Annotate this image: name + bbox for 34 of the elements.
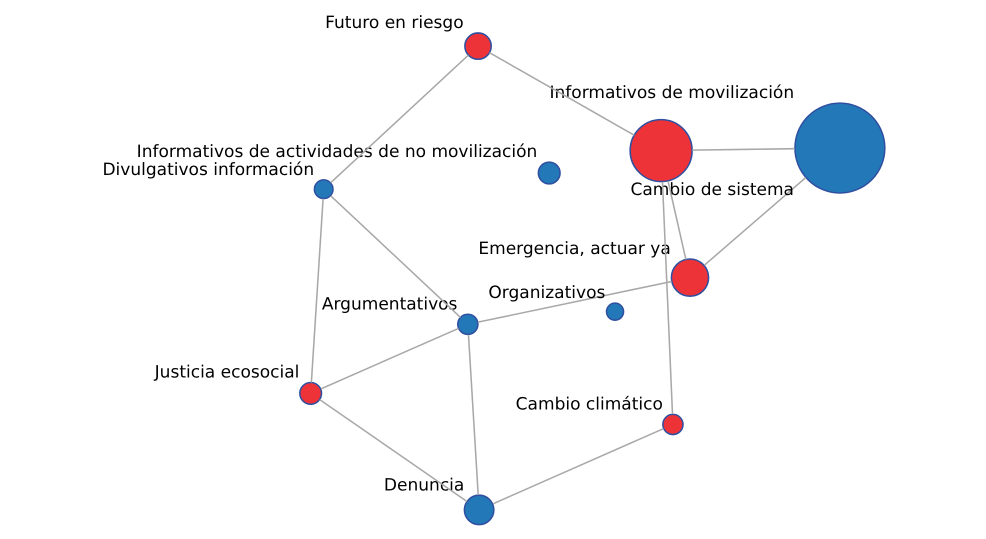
node-label: Organizativos [488, 283, 605, 304]
node-label: Informativos de actividades de no movilización [136, 142, 537, 162]
node-label: Informativos de movilización [549, 83, 794, 104]
node-label: Argumentativos [321, 294, 457, 314]
node-circle [628, 118, 692, 182]
node-label: Cambio de sistema [630, 180, 794, 200]
node-circle [794, 102, 886, 194]
connector [477, 280, 672, 323]
connector [492, 428, 664, 504]
node-label: Denuncia [383, 475, 464, 496]
node-circle [537, 161, 560, 185]
node-circle [463, 494, 494, 526]
connector [330, 195, 461, 318]
node-label: Futuro en riesgo [324, 12, 464, 33]
node-circle [464, 32, 492, 60]
connector [666, 180, 686, 260]
node-circle [313, 179, 334, 200]
connector [330, 54, 468, 184]
connector [467, 334, 478, 496]
node-label: Justicia ecosocial [154, 362, 299, 383]
node-label: Cambio climático [515, 394, 662, 414]
connector [488, 52, 634, 136]
node-circle [662, 414, 684, 436]
node-circle [298, 382, 322, 405]
node-circle [670, 258, 709, 297]
connector [661, 182, 673, 414]
node-label: Divulgativos información [102, 160, 314, 180]
connector [320, 328, 458, 390]
connector [703, 177, 806, 266]
connector [318, 399, 467, 502]
node-circle [456, 313, 478, 336]
connector [692, 148, 794, 151]
connector [310, 198, 324, 382]
node-circle [605, 302, 624, 321]
